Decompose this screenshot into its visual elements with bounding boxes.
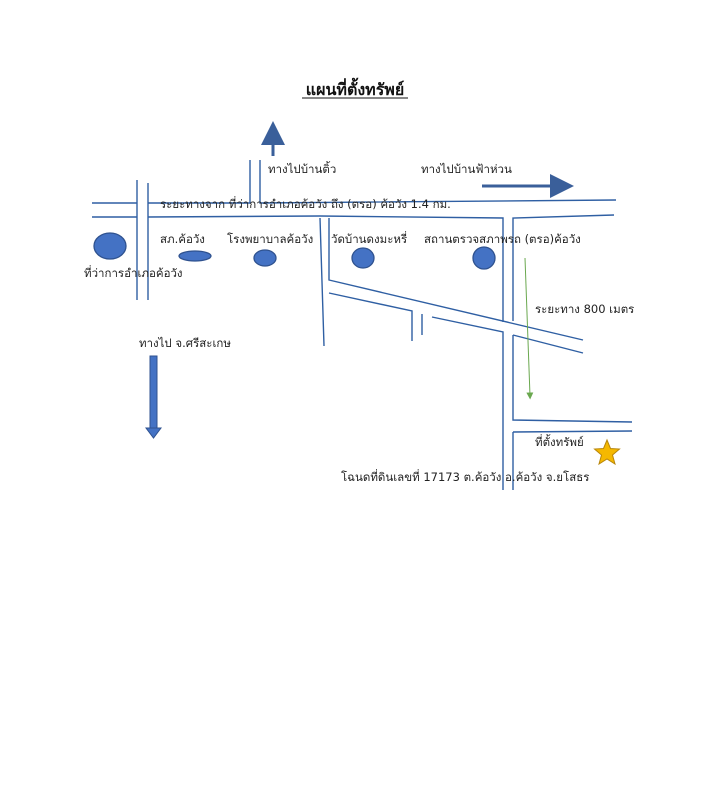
property-star-icon: [593, 438, 621, 466]
green-distance-arrow-icon: [524, 257, 534, 400]
south-arrow-icon: [145, 355, 162, 439]
label-to-sisaket: ทางไป จ.ศรีสะเกษ: [139, 336, 231, 350]
label-distance-800: ระยะทาง 800 เมตร: [535, 302, 634, 316]
map-title: แผนที่ตั้งทรัพย์: [306, 77, 404, 99]
road-network: [92, 160, 633, 490]
label-to-ban-thio: ทางไปบ้านติ้ว: [268, 161, 336, 176]
label-district-office: ที่ว่าการอำเภอค้อวัง: [84, 265, 183, 280]
temple-marker: [351, 247, 375, 269]
label-property-location: ที่ตั้งทรัพย์: [535, 434, 584, 449]
hospital-marker: [253, 249, 277, 267]
police-station-marker: [178, 250, 212, 262]
label-deed: โฉนดที่ดินเลขที่ 17173 ต.ค้อวัง อ.ค้อวัง…: [341, 469, 589, 484]
label-hospital: โรงพยาบาลค้อวัง: [227, 232, 313, 246]
label-temple: วัดบ้านดงมะหรี่: [331, 231, 407, 246]
label-to-ban-fa-huan: ทางไปบ้านฟ้าห่วน: [421, 162, 512, 176]
label-distance-main: ระยะทางจาก ที่ว่าการอำเภอค้อวัง ถึง (ตรอ…: [160, 196, 451, 211]
label-police: สภ.ค้อวัง: [160, 232, 205, 246]
label-inspection-station: สถานตรวจสภาพรถ (ตรอ)ค้อวัง: [424, 232, 581, 246]
district-office-marker: [93, 232, 127, 260]
inspection-station-marker: [472, 246, 496, 270]
